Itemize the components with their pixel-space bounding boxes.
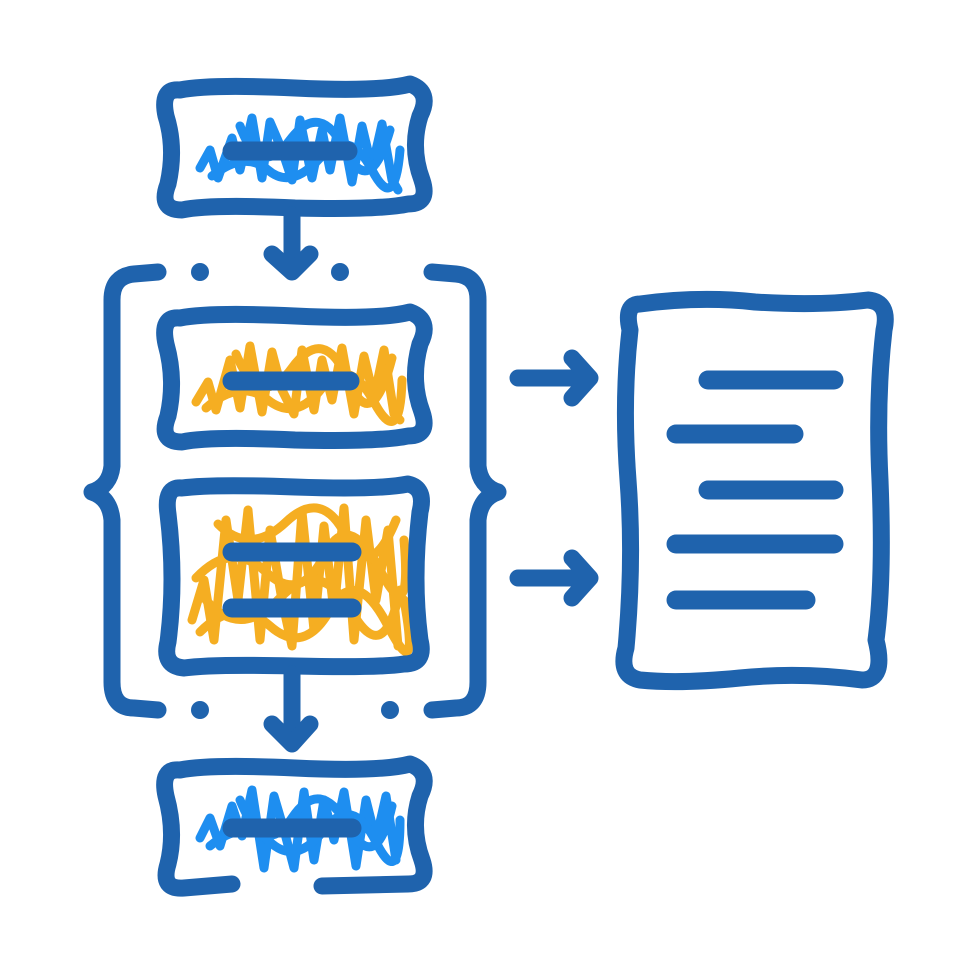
processing-group-brace-right <box>423 263 507 719</box>
input-block-outline <box>156 75 433 219</box>
arrow-right-1 <box>509 349 599 407</box>
processed-block-2-outline <box>158 475 430 677</box>
document-outline <box>615 290 894 691</box>
processed-block-2-scribble <box>187 503 414 656</box>
arrow-down-top <box>263 206 319 281</box>
processing-group-brace-left <box>83 263 167 719</box>
output-data-block <box>156 755 433 897</box>
input-data-block <box>156 75 433 219</box>
processed-block-1-outline <box>156 303 433 451</box>
processed-data-block-1 <box>156 303 433 451</box>
output-block-outline <box>156 755 433 897</box>
output-document <box>615 290 894 691</box>
arrow-down-bottom <box>263 665 319 753</box>
group-dots <box>191 263 399 719</box>
arrow-right-2 <box>509 549 599 607</box>
processed-data-block-2 <box>158 475 430 677</box>
